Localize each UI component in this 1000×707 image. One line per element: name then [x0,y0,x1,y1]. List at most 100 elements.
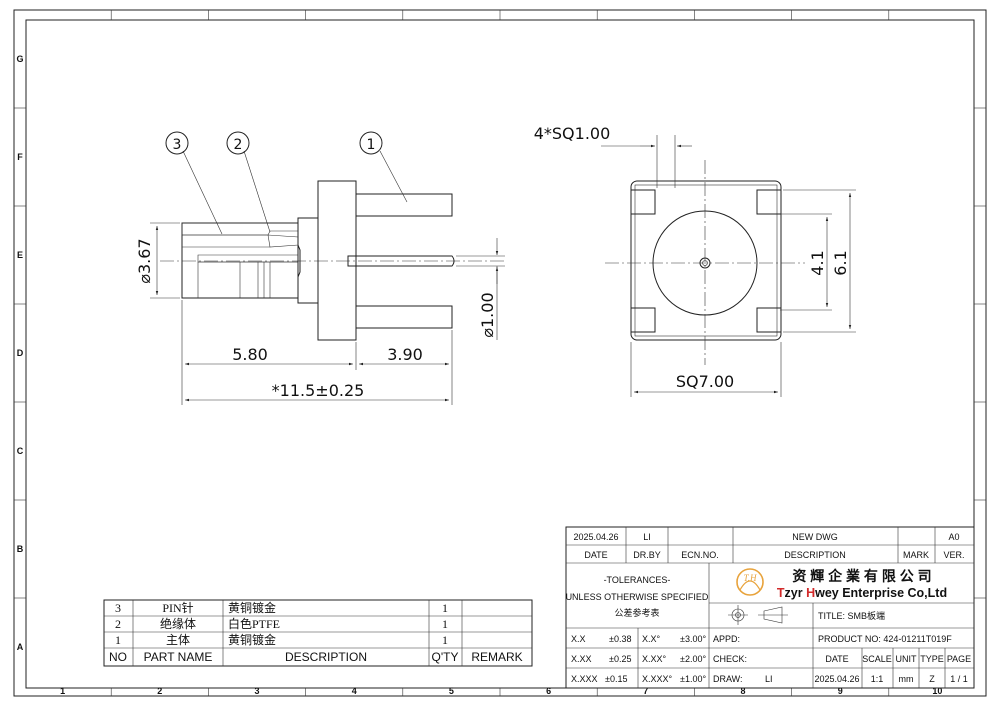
tol-bv-3: ±1.00° [680,674,706,684]
field-date-value: 2025.04.26 [814,674,859,684]
dim-41: 4.1 [808,250,827,275]
hdr-date: DATE [584,550,607,560]
company-logo-icon: T.H [736,568,764,596]
bom-table: 3 PIN针 黄铜镀金 1 2 绝缘体 白色PTFE 1 1 主体 黄铜镀金 1… [103,599,533,667]
company-name-en: Tzyr Hwey Enterprise Co,Ltd [777,586,947,600]
zone-col-3: 3 [254,686,259,696]
balloon-2-label: 2 [234,137,243,153]
front-view: 4*SQ1.00 4.1 6.1 SQ7.00 [534,124,856,397]
tol-b-1: X.X° [642,634,661,644]
tol-unless: UNLESS OTHERWISE SPECIFIED [566,592,709,602]
tol-a-3: X.XXX [571,674,598,684]
zone-col-5: 5 [449,686,454,696]
bom-row-1-part: 主体 [166,633,190,647]
tol-b-3: X.XXX° [642,674,673,684]
hdr-drby: DR.BY [633,550,661,560]
body-outline [181,222,301,299]
field-scale-value: 1:1 [871,674,884,684]
rev-date: 2025.04.26 [573,532,618,542]
bom-row-3-part: PIN针 [162,600,193,615]
bom-header-desc: DESCRIPTION [285,650,367,664]
tol-av-3: ±0.15 [605,674,627,684]
zone-row-E: E [17,250,23,260]
bom-row-2-qty: 1 [442,617,448,631]
zone-row-A: A [17,642,24,652]
bom-header-part: PART NAME [144,650,213,664]
field-date-label: DATE [825,654,848,664]
tol-av-1: ±0.38 [609,634,631,644]
rev-desc: NEW DWG [792,532,838,542]
bom-row-2-desc: 白色PTFE [228,616,280,631]
zone-row-B: B [17,544,24,554]
dim-580: 5.80 [232,345,268,364]
shell-section-2 [267,234,299,248]
bom-header-qty: Q'TY [432,650,459,664]
zone-row-G: G [16,54,23,64]
center-pin [347,255,455,267]
bom-header-remark: REMARK [471,650,522,664]
dim-1150: *11.5±0.25 [272,381,365,400]
leg-square-tl [630,189,656,215]
logo-mark-text: T.H [743,573,757,583]
zone-col-2: 2 [157,686,162,696]
side-view: 3 2 1 ⌀3.67 ⌀1.00 5.80 3.90 *11.5±0.25 [135,131,505,405]
tol-a-1: X.X [571,634,586,644]
leg-square-bl [630,307,656,333]
tol-a-2: X.XX [571,654,592,664]
bom-row-1-qty: 1 [442,633,448,647]
hdr-ver: VER. [943,550,964,560]
tol-av-2: ±0.25 [609,654,631,664]
dim-diameter-367: ⌀3.67 [135,238,154,283]
hdr-mark: MARK [903,550,929,560]
balloon-3-label: 3 [173,137,182,153]
rev-ver: A0 [948,532,959,542]
bom-header-no: NO [109,650,127,664]
leg-top [355,193,453,217]
rev-by: LI [643,532,651,542]
tol-bv-1: ±3.00° [680,634,706,644]
bom-row-1-no: 1 [115,633,121,647]
title-block: 2025.04.26 LI NEW DWG A0 DATE DR.BY ECN.… [565,526,975,689]
zone-row-F: F [17,152,23,162]
field-unit-value: mm [899,674,914,684]
zone-col-8: 8 [740,686,745,696]
dim-61: 6.1 [831,250,850,275]
balloon-3 [165,131,189,155]
bom-row-3-no: 3 [115,601,121,615]
bom-row-3-desc: 黄铜镀金 [228,600,276,615]
check-label: CHECK: [713,654,747,664]
draw-name: LI [765,674,773,684]
draw-label: DRAW: [713,674,743,684]
flange [317,180,357,341]
field-page-value: 1 / 1 [950,674,968,684]
bom-row-3-qty: 1 [442,601,448,615]
zone-row-C: C [17,446,24,456]
bom-row-2-part: 绝缘体 [160,616,196,631]
zone-col-1: 1 [60,686,65,696]
hdr-ecn: ECN.NO. [681,550,719,560]
dim-390: 3.90 [387,345,423,364]
dim-sq100: 4*SQ1.00 [534,124,611,143]
zone-row-D: D [17,348,24,358]
tol-ref: 公差参考表 [614,607,659,618]
leg-square-br [756,307,782,333]
field-page-label: PAGE [947,654,971,664]
balloon-1-label: 1 [367,137,376,153]
zone-col-10: 10 [932,686,942,696]
dim-sq700: SQ7.00 [676,372,734,391]
leg-square-tr [756,189,782,215]
title-label: TITLE: SMB板端 [818,610,885,621]
projection-symbol-icon [728,605,788,625]
field-type-value: Z [929,674,935,684]
zone-col-4: 4 [352,686,357,696]
bom-row-1-desc: 黄铜镀金 [228,632,276,647]
field-scale-label: SCALE [862,654,892,664]
tol-bv-2: ±2.00° [680,654,706,664]
balloon-2 [226,131,250,155]
dim-diameter-100: ⌀1.00 [478,292,497,337]
zone-col-9: 9 [838,686,843,696]
appd-label: APPD: [713,634,740,644]
tol-title: -TOLERANCES- [604,575,671,585]
